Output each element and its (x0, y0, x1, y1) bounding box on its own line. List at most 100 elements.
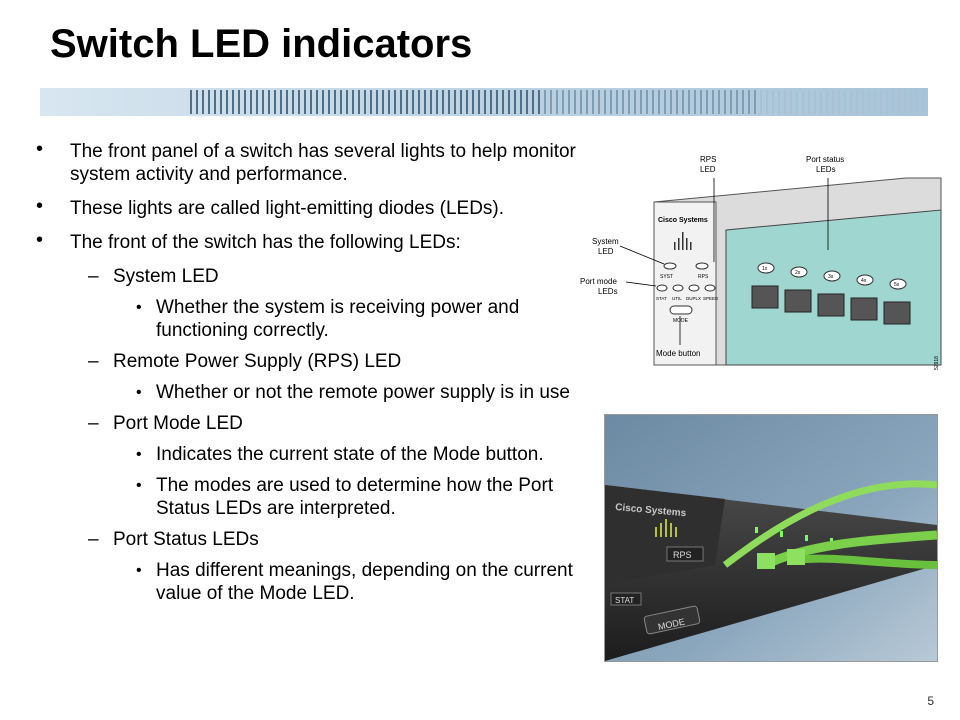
divider-stripe (406, 90, 408, 114)
divider-stripe (460, 90, 462, 114)
divider-stripe (262, 90, 264, 114)
divider-stripe (364, 90, 366, 114)
divider-stripe (448, 90, 450, 114)
divider-stripe (586, 90, 588, 114)
divider-stripe (784, 90, 786, 114)
divider-stripe (466, 90, 468, 114)
bullet-level-3: Indicates the current state of the Mode … (36, 443, 584, 466)
divider-stripe (442, 90, 444, 114)
divider-stripe (502, 90, 504, 114)
divider-stripe (838, 90, 840, 114)
callout-port-status-line2: LEDs (816, 165, 836, 174)
divider-stripe (310, 90, 312, 114)
divider-stripe (358, 90, 360, 114)
port-label: 3x (828, 274, 834, 280)
label-stat: STAT (656, 296, 667, 301)
divider-stripe (880, 90, 882, 114)
photo-mode-button (643, 605, 701, 635)
divider-stripe (322, 90, 324, 114)
divider-stripe (856, 90, 858, 114)
port-label: 1x (762, 266, 768, 272)
divider-stripe (754, 90, 756, 114)
divider-stripe (376, 90, 378, 114)
divider-stripe (922, 90, 924, 114)
photo-cable-1 (762, 530, 937, 570)
divider-stripe (430, 90, 432, 114)
brand-logo-bars-icon (674, 232, 692, 250)
divider-stripe (778, 90, 780, 114)
divider-stripe (742, 90, 744, 114)
switch-photo: Cisco Systems RPS STAT MODE (604, 414, 938, 662)
label-duplx: DUPLX (686, 296, 701, 301)
divider-stripe (592, 90, 594, 114)
label-syst: SYST (660, 274, 673, 280)
divider-stripe (622, 90, 624, 114)
divider-stripe (334, 90, 336, 114)
divider-stripe (766, 90, 768, 114)
label-mode: MODE (673, 318, 689, 324)
divider-stripe (604, 90, 606, 114)
photo-stat-label: STAT (615, 596, 634, 605)
divider-stripe (508, 90, 510, 114)
divider-stripe (346, 90, 348, 114)
divider-stripe (268, 90, 270, 114)
divider-stripe (904, 90, 906, 114)
ethernet-port (817, 293, 845, 317)
divider-stripe (412, 90, 414, 114)
divider-stripe (688, 90, 690, 114)
port-label: 5x (894, 282, 900, 288)
divider-stripe (730, 90, 732, 114)
divider-stripe (238, 90, 240, 114)
port-status-led (889, 278, 907, 290)
bullet-level-2: Remote Power Supply (RPS) LED (36, 350, 584, 373)
divider-stripe (796, 90, 798, 114)
diagram-brand: Cisco Systems (658, 217, 708, 224)
divider-stripe (418, 90, 420, 114)
divider-stripe (676, 90, 678, 114)
divider-stripe (304, 90, 306, 114)
divider-stripe (484, 90, 486, 114)
divider-stripe (790, 90, 792, 114)
bullet-level-2: Port Status LEDs (36, 528, 584, 551)
bullet-level-3: The modes are used to determine how the … (36, 474, 584, 520)
divider-stripe (748, 90, 750, 114)
divider-stripe (574, 90, 576, 114)
divider-stripe (562, 90, 564, 114)
divider-stripe (256, 90, 258, 114)
divider-stripe (814, 90, 816, 114)
photo-rps-label: RPS (673, 550, 692, 560)
switch-photo-illustration: Cisco Systems RPS STAT MODE (605, 415, 937, 661)
divider-stripe (202, 90, 204, 114)
divider-stripe (424, 90, 426, 114)
bullet-level-1: These lights are called light-emitting d… (36, 195, 584, 220)
mode-button (669, 305, 693, 315)
divider-stripe (490, 90, 492, 114)
bullet-level-2: System LED (36, 265, 584, 288)
slide-title: Switch LED indicators (50, 22, 473, 66)
divider-stripe (526, 90, 528, 114)
divider-stripe (724, 90, 726, 114)
divider-stripe (760, 90, 762, 114)
divider-stripe (496, 90, 498, 114)
ethernet-ports (751, 285, 911, 325)
photo-rps-plate (666, 546, 704, 562)
port-label: 4x (861, 278, 867, 284)
port-panel (725, 209, 942, 366)
ethernet-port (751, 285, 779, 309)
divider-stripe (664, 90, 666, 114)
port-label: 2x (795, 270, 801, 276)
divider-stripe (382, 90, 384, 114)
figure-id: 52918 (934, 356, 940, 370)
divider-stripe (400, 90, 402, 114)
title-divider-bar (40, 88, 928, 116)
label-speed: SPEED (703, 296, 719, 301)
divider-stripe (514, 90, 516, 114)
divider-stripe (196, 90, 198, 114)
divider-stripe (832, 90, 834, 114)
divider-stripe (682, 90, 684, 114)
bullet-level-3: Whether the system is receiving power an… (36, 296, 584, 342)
photo-cable-3 (722, 480, 937, 568)
port-status-led (757, 262, 775, 274)
port-status-led (856, 274, 874, 286)
